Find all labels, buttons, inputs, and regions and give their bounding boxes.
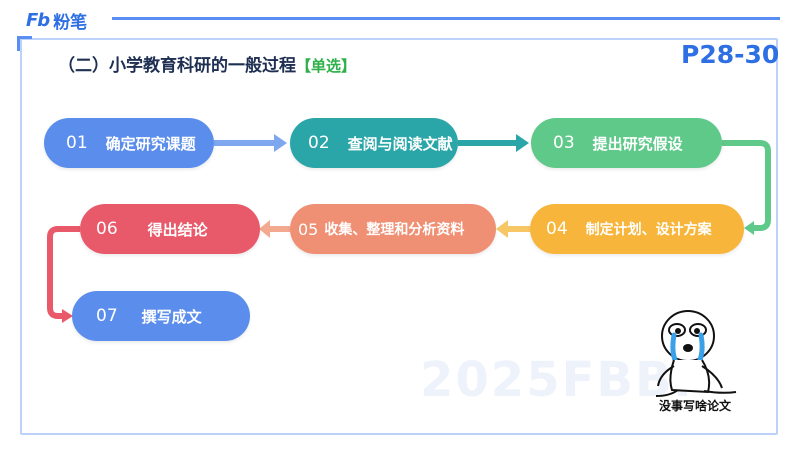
frame-corner-accent	[17, 36, 32, 51]
step-label: 收集、整理和分析资料	[324, 222, 465, 238]
step-number: 06	[96, 219, 118, 239]
header-divider	[112, 17, 780, 20]
step-02: 02 查阅与阅读文献	[290, 118, 458, 168]
logo-mark: Fb	[26, 9, 50, 31]
meme-caption: 没事写啥论文	[658, 399, 731, 413]
step-label: 撰写成文	[141, 307, 202, 326]
step-05: 05 收集、整理和分析资料	[290, 204, 496, 254]
question-type-tag: 【单选】	[296, 57, 357, 75]
step-01: 01 确定研究课题	[44, 118, 214, 168]
step-number: 02	[308, 133, 330, 153]
step-04: 04 制定计划、设计方案	[530, 204, 744, 254]
arrow-05-06-icon	[259, 220, 290, 238]
logo-text: 粉笔	[53, 12, 88, 33]
step-label: 查阅与阅读文献	[347, 134, 453, 153]
step-label: 确定研究课题	[105, 134, 196, 153]
step-number: 01	[66, 133, 88, 153]
fenbi-logo: Fb 粉笔	[26, 9, 88, 33]
page-reference: P28-30	[681, 40, 780, 69]
step-07: 07 撰写成文	[72, 291, 250, 341]
step-number: 07	[96, 306, 118, 326]
arrow-03-04-icon	[722, 140, 771, 235]
slide-frame	[20, 38, 778, 435]
step-number: 04	[546, 219, 568, 239]
slide-title: （二）小学教育科研的一般过程【单选】	[58, 51, 356, 76]
step-number: 05	[298, 219, 319, 239]
slide-title-text: （二）小学教育科研的一般过程	[58, 56, 296, 76]
step-label: 提出研究假设	[592, 134, 683, 153]
arrow-06-07-icon	[47, 226, 80, 323]
step-label: 得出结论	[147, 220, 208, 239]
step-03: 03 提出研究假设	[531, 118, 722, 168]
step-number: 03	[553, 133, 575, 153]
crying-sticker-icon	[655, 310, 737, 397]
arrow-04-05-icon	[496, 220, 530, 238]
arrow-01-02-icon	[214, 134, 287, 152]
step-06: 06 得出结论	[80, 204, 260, 254]
arrow-02-03-icon	[458, 134, 529, 152]
step-label: 制定计划、设计方案	[585, 222, 712, 238]
watermark: 2025FBBI	[420, 352, 694, 408]
